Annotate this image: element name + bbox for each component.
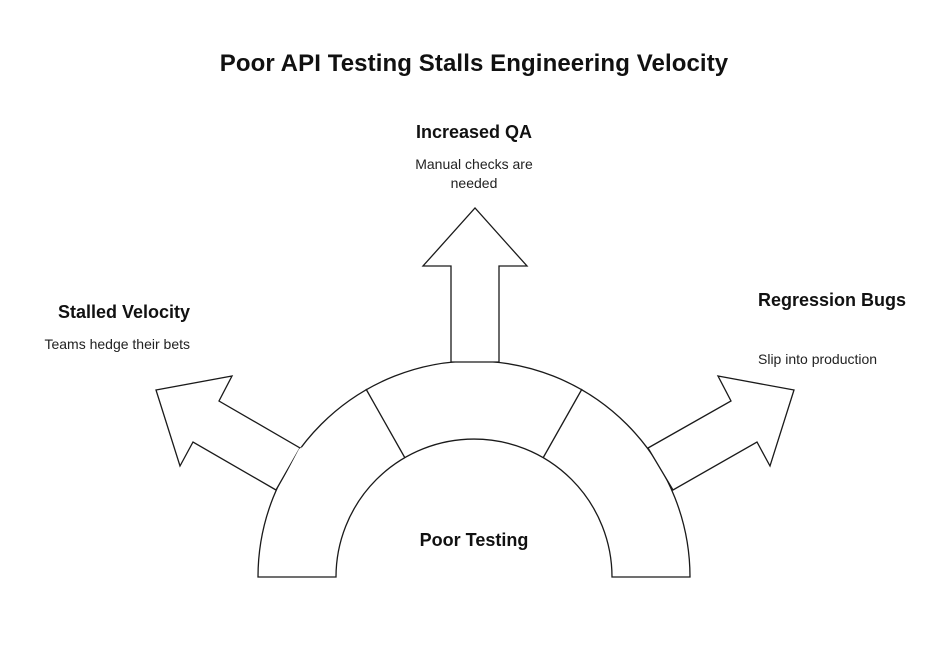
branch-heading-increased-qa: Increased QA (415, 122, 533, 142)
divider-right (542, 388, 583, 459)
right-arrow (647, 375, 795, 491)
branch-heading-stalled-velocity: Stalled Velocity (57, 302, 190, 322)
branch-heading-regression-bugs: Regression Bugs (758, 290, 907, 310)
left-arrow-join (277, 447, 302, 492)
diagram-title: Poor API Testing Stalls Engineering Velo… (219, 50, 729, 77)
top-arrow (421, 207, 529, 363)
divider-left (365, 388, 406, 459)
branch-desc-stalled-velocity: Teams hedge their bets (44, 336, 190, 352)
branch-desc-increased-qa: Manual checks are needed (415, 156, 533, 191)
center-label: Poor Testing (419, 530, 529, 550)
branch-desc-regression-bugs: Slip into production (758, 351, 878, 367)
arc-band (257, 360, 691, 578)
left-arrow (155, 375, 301, 491)
